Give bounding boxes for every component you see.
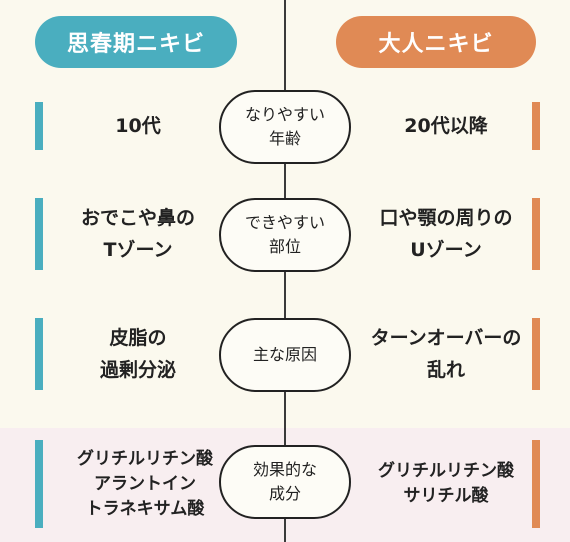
row-cause-teen-value: 皮脂の 過剰分泌	[99, 327, 176, 381]
row-ingredients-left-marker	[35, 440, 43, 528]
row-age-category: なりやすい 年齢	[219, 90, 351, 164]
row-area-adult-value: 口や顎の周りの Uゾーン	[379, 207, 513, 261]
row-ingredients-right-marker	[532, 440, 540, 528]
row-age-teen-value: 10代	[115, 115, 161, 137]
row-ingredients-adult-value: グリチルリチン酸 サリチル酸	[378, 461, 514, 506]
row-area-right-marker	[532, 198, 540, 270]
row-age-right-marker	[532, 102, 540, 150]
row-age-adult-value: 20代以降	[404, 115, 488, 137]
row-ingredients-teen-value: グリチルリチン酸 アラントイン トラネキサム酸	[77, 448, 213, 519]
row-cause-right-marker	[532, 318, 540, 390]
row-area-left-marker	[35, 198, 43, 270]
row-age-left-marker	[35, 102, 43, 150]
row-area-category: できやすい 部位	[219, 198, 351, 272]
row-cause-adult-value: ターンオーバーの 乱れ	[370, 327, 522, 381]
row-cause-left-marker	[35, 318, 43, 390]
row-area-teen-value: おでこや鼻の Tゾーン	[80, 207, 195, 261]
row-cause-category: 主な原因	[219, 318, 351, 392]
header-teen-acne: 思春期ニキビ	[35, 16, 237, 68]
row-ingredients-category: 効果的な 成分	[219, 445, 351, 519]
header-adult-acne: 大人ニキビ	[336, 16, 536, 68]
